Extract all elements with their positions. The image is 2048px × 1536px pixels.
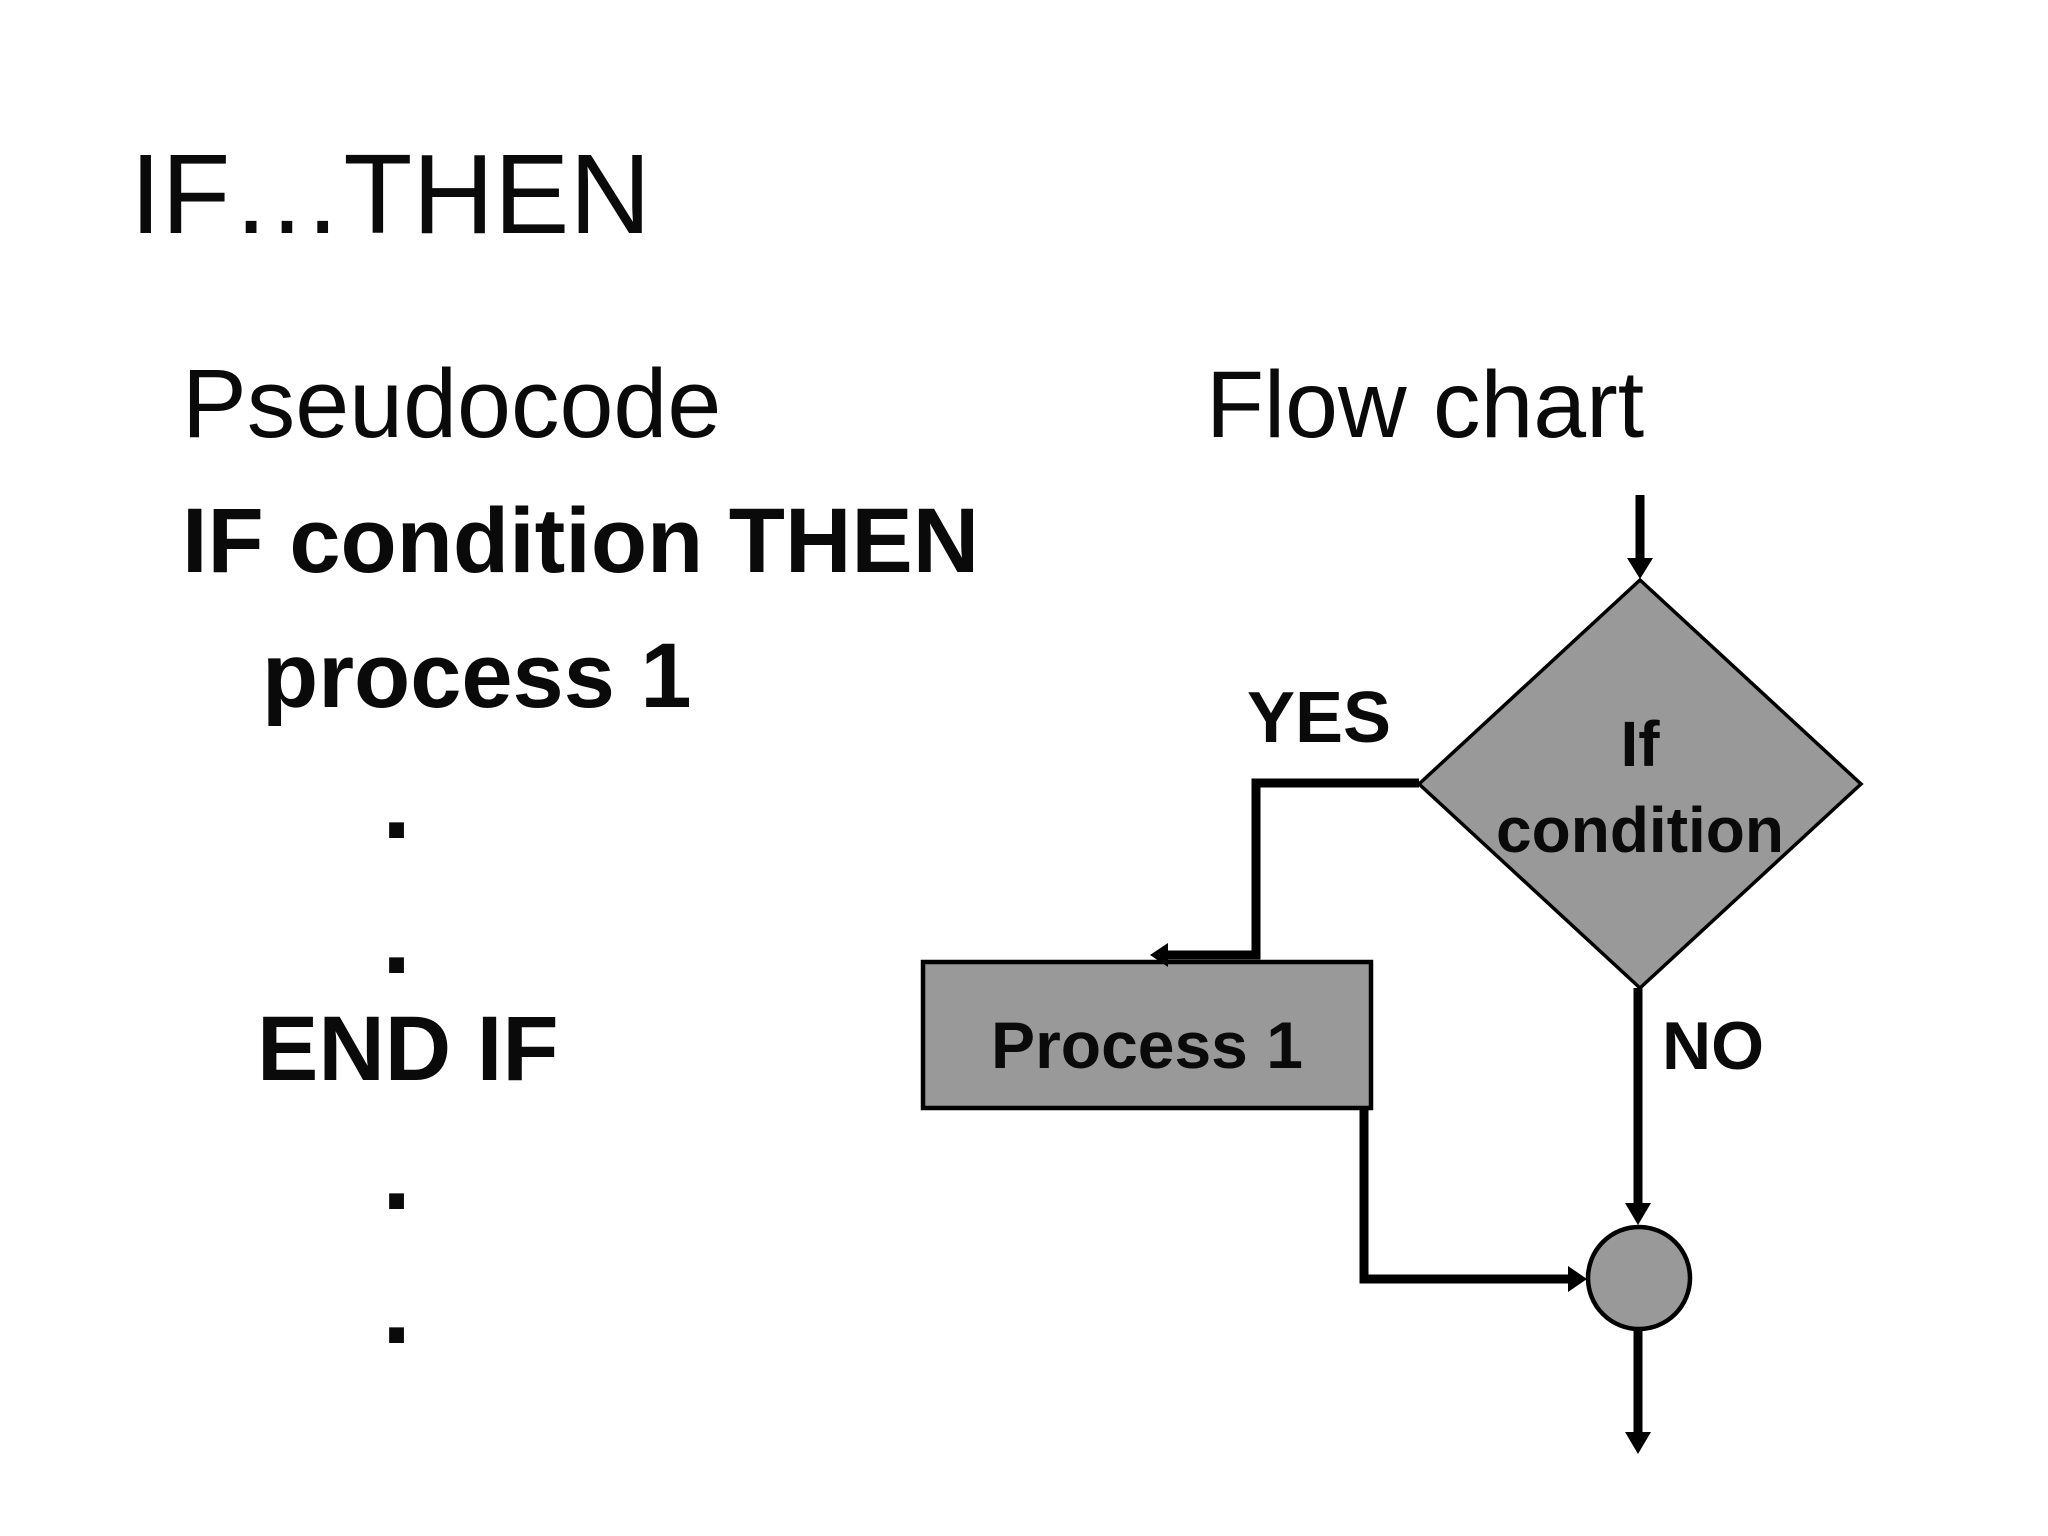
flowchart-heading: Flow chart <box>1206 352 1645 458</box>
yes-branch-arrow <box>1150 778 1419 967</box>
slide-title: IF…THEN <box>130 131 652 257</box>
pseudocode-ellipsis-dot: . <box>382 744 412 861</box>
decision-label-line1: If <box>1620 708 1660 780</box>
decision-label-line2: condition <box>1496 794 1784 866</box>
process-to-join-arrow <box>1359 1108 1587 1292</box>
pseudocode-ellipsis-dot: . <box>382 1249 412 1366</box>
pseudocode-ellipsis-dot: . <box>382 1115 412 1232</box>
process-box-label: Process 1 <box>991 1008 1303 1082</box>
no-branch-arrow <box>1625 988 1651 1225</box>
no-label: NO <box>1662 1008 1764 1084</box>
yes-label: YES <box>1247 678 1392 758</box>
decision-diamond <box>1416 577 1864 991</box>
process-box <box>920 959 1374 1111</box>
join-circle <box>1585 1224 1693 1332</box>
pseudocode-line-end-if: END IF <box>257 998 559 1100</box>
pseudocode-ellipsis-dot: . <box>382 879 412 996</box>
exit-arrow <box>1625 1330 1651 1454</box>
pseudocode-heading: Pseudocode <box>182 349 722 458</box>
pseudocode-line-if-condition-then: IF condition THEN <box>182 490 980 592</box>
pseudocode-line-process-1: process 1 <box>262 625 692 727</box>
entry-arrow <box>1627 495 1653 579</box>
